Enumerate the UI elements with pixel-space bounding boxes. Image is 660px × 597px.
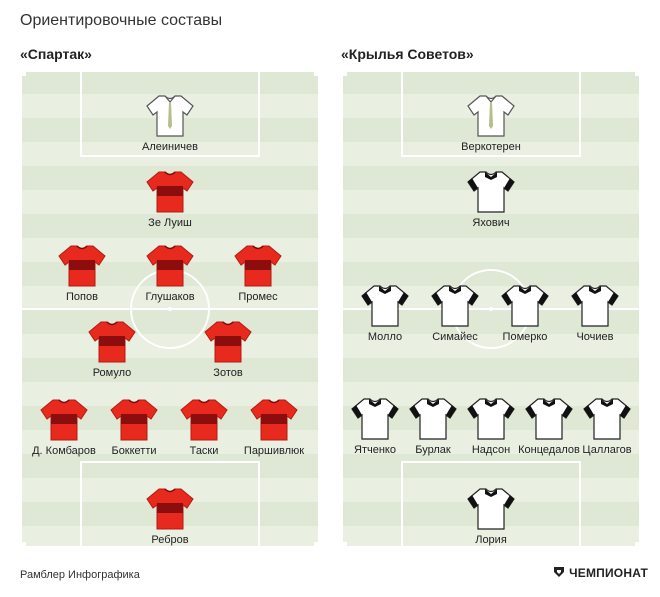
shirt-icon xyxy=(446,395,536,441)
player-name: Ребров xyxy=(151,534,189,546)
player-kryl: Веркотерен xyxy=(446,92,536,153)
shirt-icon xyxy=(550,282,640,328)
player-spartak: Зотов xyxy=(183,318,273,379)
shirt-icon xyxy=(125,168,215,214)
player-spartak: Д. Комбаров xyxy=(20,396,109,457)
player-name: Яхович xyxy=(472,217,510,229)
player-name: Д. Комбаров xyxy=(32,445,96,457)
shirt-icon xyxy=(562,395,641,441)
player-name: Симайес xyxy=(432,331,478,343)
player-kryl: Яхович xyxy=(446,168,536,229)
player-kryl: Цаллагов xyxy=(562,395,641,456)
footer-credit: Рамблер Инфографика xyxy=(20,569,140,581)
shirt-icon xyxy=(213,242,303,288)
shirt-icon xyxy=(410,282,500,328)
player-kryl: Померко xyxy=(480,282,570,343)
shirt-icon xyxy=(89,396,179,442)
page-title: Ориентировочные составы xyxy=(20,12,223,29)
player-kryl: Молло xyxy=(341,282,430,343)
brand-name: ЧЕМПИОНАТ xyxy=(569,566,648,580)
team-name-spartak: «Спартак» xyxy=(20,46,92,62)
player-name: Цаллагов xyxy=(582,444,632,456)
team-name-kryl: «Крылья Советов» xyxy=(341,46,474,62)
brand-logo: ЧЕМПИОНАТ xyxy=(553,566,648,581)
goalkeeper-shirt-icon xyxy=(125,92,215,138)
player-name: Алеиничев xyxy=(142,141,198,153)
player-name: Зе Луиш xyxy=(148,217,192,229)
goalkeeper-shirt-icon xyxy=(446,92,536,138)
player-name: Глушаков xyxy=(145,291,195,303)
shirt-icon xyxy=(388,395,478,441)
player-kryl: Лория xyxy=(446,485,536,546)
player-name: Ятченко xyxy=(354,444,396,456)
player-name: Паршивлюк xyxy=(243,445,305,457)
player-name: Ромуло xyxy=(92,367,132,379)
player-kryl: Ятченко xyxy=(341,395,420,456)
shirt-icon xyxy=(229,396,319,442)
player-name: Боккетти xyxy=(111,445,157,457)
shirt-icon xyxy=(341,282,430,328)
shirt-icon xyxy=(183,318,273,364)
player-spartak: Паршивлюк xyxy=(229,396,319,457)
shirt-icon xyxy=(125,485,215,531)
player-name: Таски xyxy=(189,445,219,457)
player-kryl: Симайес xyxy=(410,282,500,343)
player-kryl: Концедалов xyxy=(504,395,594,456)
shirt-icon xyxy=(20,396,109,442)
player-name: Бурлак xyxy=(415,444,451,456)
shirt-icon xyxy=(125,242,215,288)
player-name: Чочиев xyxy=(576,331,614,343)
player-spartak: Попов xyxy=(37,242,127,303)
player-spartak: Ребров xyxy=(125,485,215,546)
player-kryl: Бурлак xyxy=(388,395,478,456)
shirt-icon xyxy=(504,395,594,441)
player-spartak: Боккетти xyxy=(89,396,179,457)
shirt-icon xyxy=(159,396,249,442)
shirt-icon xyxy=(446,168,536,214)
player-kryl: Чочиев xyxy=(550,282,640,343)
player-kryl: Надсон xyxy=(446,395,536,456)
shirt-icon xyxy=(67,318,157,364)
player-spartak: Ромуло xyxy=(67,318,157,379)
player-spartak: Алеиничев xyxy=(125,92,215,153)
shirt-icon xyxy=(446,485,536,531)
player-spartak: Зе Луиш xyxy=(125,168,215,229)
player-name: Веркотерен xyxy=(461,141,521,153)
shirt-icon xyxy=(341,395,420,441)
shirt-icon xyxy=(37,242,127,288)
player-name: Молло xyxy=(367,331,403,343)
player-spartak: Таски xyxy=(159,396,249,457)
player-spartak: Промес xyxy=(213,242,303,303)
player-name: Промес xyxy=(238,291,278,303)
player-name: Зотов xyxy=(213,367,243,379)
player-name: Лория xyxy=(475,534,507,546)
player-name: Концедалов xyxy=(518,444,580,456)
player-name: Померко xyxy=(502,331,548,343)
shirt-icon xyxy=(480,282,570,328)
championat-logo-icon xyxy=(553,566,565,581)
player-spartak: Глушаков xyxy=(125,242,215,303)
player-name: Надсон xyxy=(471,444,511,456)
player-name: Попов xyxy=(66,291,98,303)
